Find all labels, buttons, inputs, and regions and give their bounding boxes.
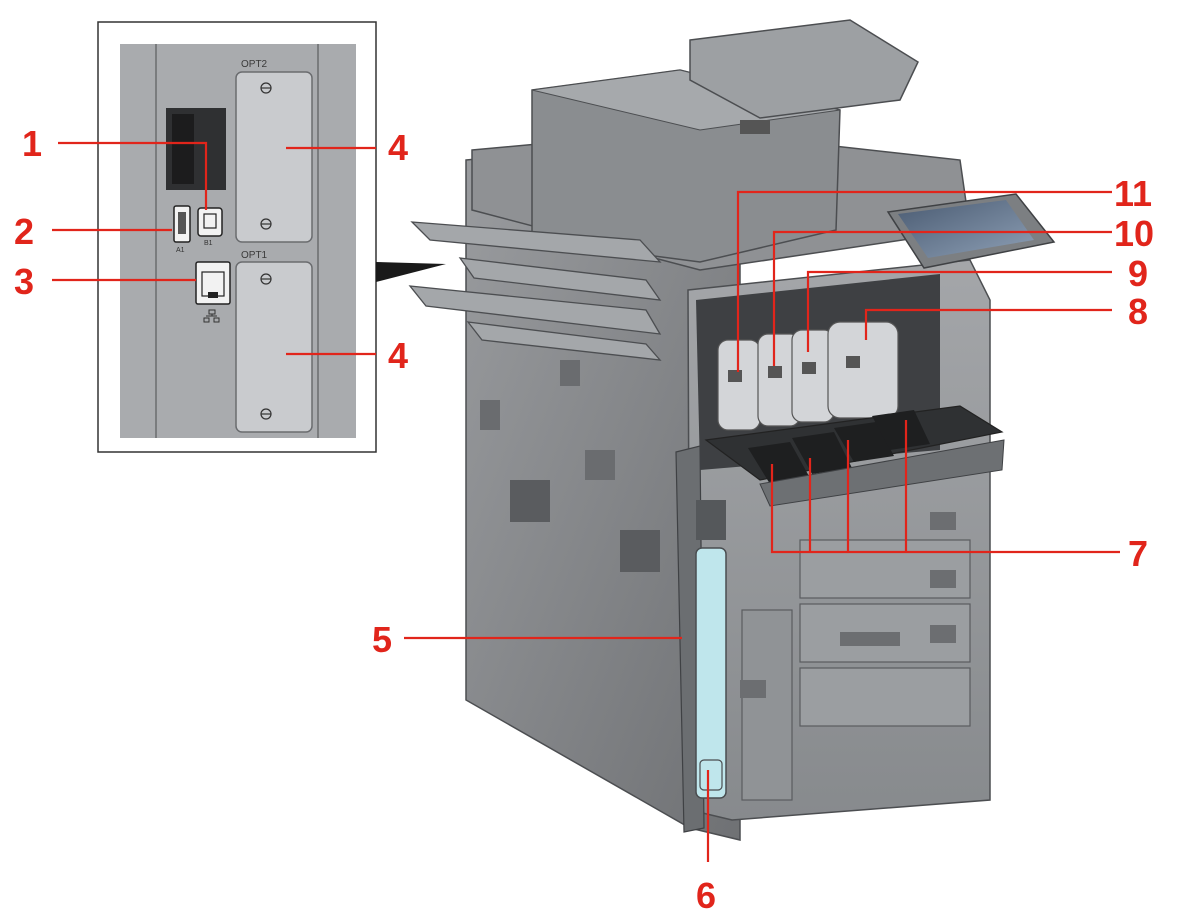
- side-handle: [510, 480, 550, 522]
- interface-inset: OPT2 OPT1 B1 A1: [97, 21, 377, 453]
- usb-b-mark: B1: [204, 240, 213, 247]
- toner-cartridges: [717, 321, 899, 431]
- callout-4-bottom: 4: [388, 335, 408, 376]
- touch-screen[interactable]: [898, 200, 1034, 258]
- callout-labels: 1 2 3 4 4 5 6 7 8 9 10 11: [14, 123, 1154, 916]
- output-tray: [458, 257, 662, 301]
- expansion-slot-opt1[interactable]: [235, 261, 313, 433]
- callout-7: 7: [1128, 533, 1148, 574]
- callout-6: 6: [696, 875, 716, 916]
- callout-3: 3: [14, 261, 34, 302]
- inset-pointer-arrow: [376, 262, 446, 282]
- slot-label-opt2: OPT2: [241, 59, 268, 70]
- output-tray: [410, 221, 662, 263]
- callout-10: 10: [1114, 213, 1154, 254]
- callout-1: 1: [22, 123, 42, 164]
- side-handle: [620, 530, 660, 572]
- paper-drawer[interactable]: [799, 539, 971, 599]
- callout-9: 9: [1128, 253, 1148, 294]
- callout-5: 5: [372, 619, 392, 660]
- callout-2: 2: [14, 211, 34, 252]
- printer-illustration: [408, 19, 1056, 841]
- callout-4-top: 4: [388, 127, 408, 168]
- paper-drawer[interactable]: [799, 667, 971, 727]
- usb-b-port[interactable]: [197, 207, 223, 237]
- output-tray: [466, 321, 662, 361]
- waste-toner-box-handle[interactable]: [699, 759, 723, 791]
- document-tray: [689, 19, 919, 119]
- slot-label-opt1: OPT1: [241, 250, 268, 261]
- expansion-slot-opt2[interactable]: [235, 71, 313, 243]
- leader-lines: [52, 141, 1120, 862]
- output-tray: [408, 285, 662, 335]
- usb-a-mark: A1: [176, 247, 185, 254]
- toner-cartridge[interactable]: [827, 321, 899, 419]
- network-icon: [203, 309, 220, 323]
- callout-11: 11: [1114, 173, 1152, 214]
- callout-8: 8: [1128, 291, 1148, 332]
- waste-toner-box[interactable]: [695, 547, 727, 799]
